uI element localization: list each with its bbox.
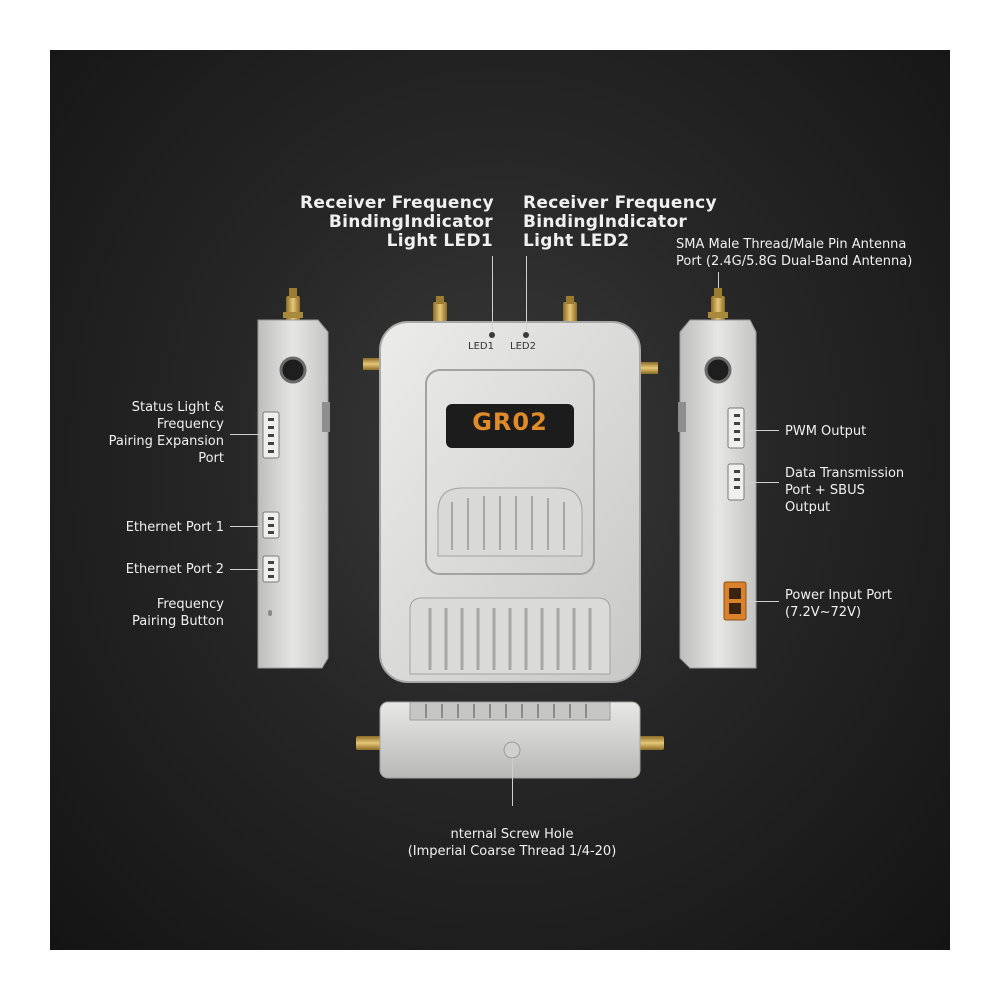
status-label-line1: Status Light & bbox=[131, 400, 224, 415]
sma-label-line1: SMA Male Thread/Male Pin Antenna bbox=[676, 237, 907, 252]
status-label-line3: Pairing Expansion bbox=[108, 434, 224, 449]
pwm-callout-line bbox=[745, 430, 779, 431]
sma-label: SMA Male Thread/Male Pin Antenna Port (2… bbox=[676, 236, 912, 270]
data-port-icon bbox=[727, 463, 745, 501]
led2-label: Receiver Frequency BindingIndicator Ligh… bbox=[523, 194, 717, 251]
led2-label-line2: BindingIndicator bbox=[523, 212, 688, 232]
right-antenna-icon bbox=[708, 288, 728, 322]
power-label: Power Input Port (7.2V~72V) bbox=[785, 587, 892, 621]
product-figure: GR02 LED1 LED2 Receiver Frequency Bindin… bbox=[50, 50, 950, 950]
data-callout-line bbox=[745, 482, 779, 483]
pairing-label-line1: Frequency bbox=[156, 597, 224, 612]
logo-text: GR02 bbox=[472, 408, 548, 436]
right-side-view bbox=[678, 288, 757, 669]
data-label-line3: Output bbox=[785, 500, 831, 515]
led1-label-line2: BindingIndicator bbox=[328, 212, 493, 232]
status-callout-line bbox=[230, 434, 262, 435]
power-port-icon bbox=[723, 581, 747, 621]
left-antenna-icon bbox=[283, 288, 303, 322]
device-views bbox=[257, 288, 757, 779]
right-round-port-icon bbox=[704, 356, 732, 384]
screw-label: nternal Screw Hole (Imperial Coarse Thre… bbox=[362, 826, 662, 860]
bottom-antenna-right-icon bbox=[638, 736, 664, 750]
led1-light-icon bbox=[489, 332, 495, 338]
bottom-view bbox=[356, 701, 664, 779]
screw-label-line2: (Imperial Coarse Thread 1/4-20) bbox=[407, 844, 617, 859]
round-port-icon bbox=[279, 356, 307, 384]
power-callout-line bbox=[747, 601, 779, 602]
status-label-line2: Frequency bbox=[156, 417, 224, 432]
bottom-antenna-left-icon bbox=[356, 736, 382, 750]
power-label-line1: Power Input Port bbox=[785, 588, 893, 603]
eth1-label: Ethernet Port 1 bbox=[125, 520, 224, 535]
screw-label-line1: nternal Screw Hole bbox=[450, 827, 574, 842]
status-label: Status Light & Frequency Pairing Expansi… bbox=[90, 399, 224, 467]
screw-hole-icon bbox=[503, 741, 521, 759]
eth2-label: Ethernet Port 2 bbox=[125, 562, 224, 577]
sma-label-line2: Port (2.4G/5.8G Dual-Band Antenna) bbox=[676, 254, 913, 269]
data-label: Data Transmission Port + SBUS Output bbox=[785, 465, 904, 516]
led2-light-icon bbox=[523, 332, 529, 338]
led1-text: LED1 bbox=[468, 341, 494, 352]
front-view bbox=[363, 296, 658, 683]
led2-text: LED2 bbox=[510, 341, 536, 352]
led1-callout-line bbox=[492, 256, 493, 330]
led2-callout-line bbox=[526, 256, 527, 330]
front-antenna-side-right-icon bbox=[638, 362, 658, 374]
front-antenna-left-icon bbox=[433, 296, 447, 326]
led1-label: Receiver Frequency BindingIndicator Ligh… bbox=[300, 193, 494, 251]
led1-label-line3: Light LED1 bbox=[386, 231, 493, 251]
pairing-label: Frequency Pairing Button bbox=[90, 596, 224, 630]
left-side-view bbox=[257, 288, 330, 669]
screw-callout-line bbox=[512, 758, 513, 806]
led2-label-line1: Receiver Frequency bbox=[523, 193, 717, 213]
eth2-callout-line bbox=[230, 569, 262, 570]
pairing-label-line2: Pairing Button bbox=[132, 614, 224, 629]
pairing-button-icon bbox=[268, 610, 272, 616]
power-label-line2: (7.2V~72V) bbox=[785, 605, 862, 620]
led2-label-line3: Light LED2 bbox=[523, 231, 630, 251]
data-label-line1: Data Transmission bbox=[785, 466, 905, 481]
led1-label-line1: Receiver Frequency bbox=[300, 193, 494, 213]
status-label-line4: Port bbox=[198, 451, 224, 466]
sma-callout-line bbox=[718, 272, 719, 288]
front-antenna-right-icon bbox=[563, 296, 577, 326]
data-label-line2: Port + SBUS bbox=[785, 483, 865, 498]
pwm-label: PWM Output bbox=[785, 424, 867, 439]
eth1-callout-line bbox=[230, 526, 262, 527]
front-antenna-side-left-icon bbox=[363, 358, 383, 370]
